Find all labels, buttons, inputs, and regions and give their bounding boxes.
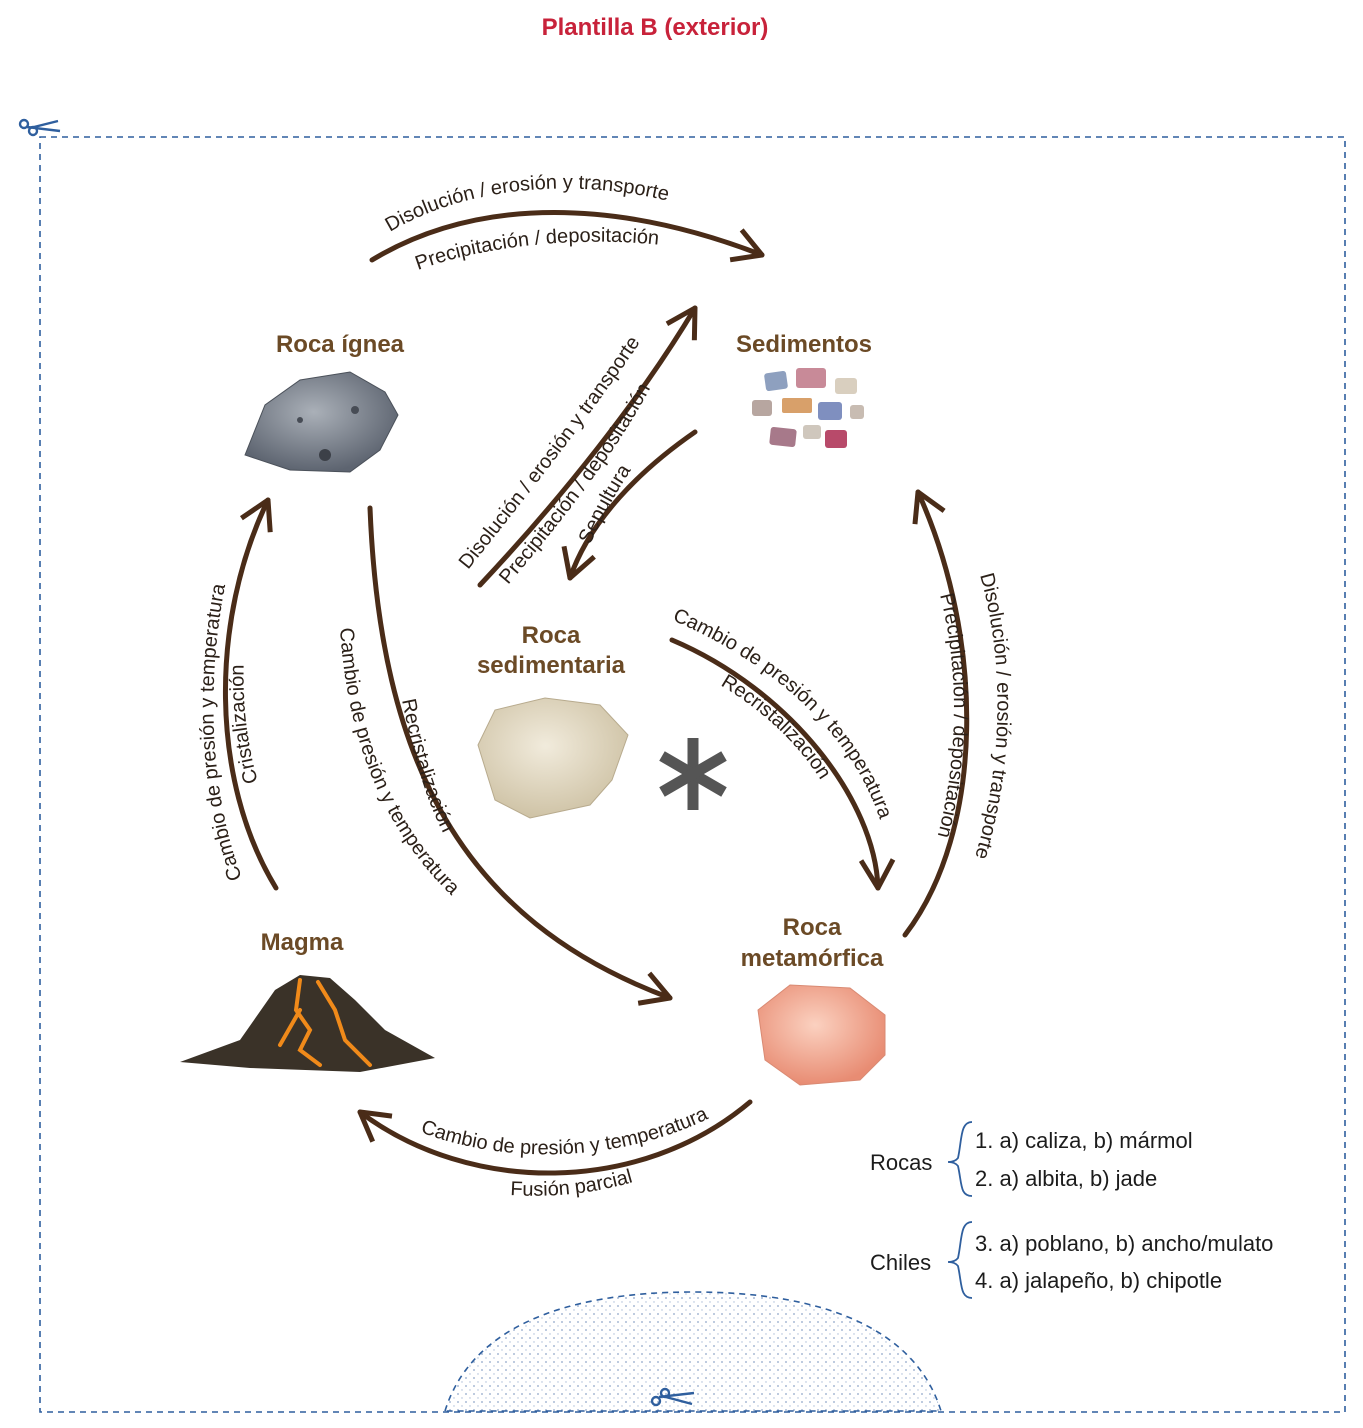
key-chiles-3: 3. a) poblano, b) ancho/mulato <box>975 1231 1273 1256</box>
arrow-sepultura <box>561 429 698 581</box>
arrow-sedimentaria-to-metamorfica <box>669 637 896 891</box>
scissors-icon <box>650 1387 695 1407</box>
node-ignea-title: Roca ígnea <box>276 331 405 358</box>
node-sedimentaria-title-1: Roca <box>522 622 581 649</box>
volcano-image <box>180 975 435 1072</box>
ignea-rock-image <box>244 371 399 473</box>
label-right-b: Precipitación / depositación <box>933 591 971 840</box>
node-metamorfica-title-2: metamórfica <box>741 945 884 972</box>
page-title: Plantilla B (exterior) <box>541 14 769 41</box>
key-chiles-label: Chiles <box>870 1250 931 1275</box>
label-center-a: Cambio de presión y temperatura <box>335 627 464 900</box>
metamorfica-rock-image <box>757 984 886 1086</box>
key-rocas-1: 1. a) caliza, b) mármol <box>975 1128 1193 1153</box>
key-rocas-label: Rocas <box>870 1150 932 1175</box>
label-top-b: Precipitación / depositación <box>412 225 660 275</box>
cut-frame <box>39 136 1346 1413</box>
arrow-sedimentaria-to-sedimentos <box>477 305 698 588</box>
key-rocas-2: 2. a) albita, b) jade <box>975 1166 1157 1191</box>
key-rocas-brace <box>947 1121 973 1197</box>
scissors-icon <box>18 118 61 137</box>
glue-tab <box>443 1291 943 1412</box>
arrow-metamorfica-to-sedimentos <box>902 489 970 938</box>
arrow-metamorfica-to-magma <box>357 1099 753 1176</box>
asterisk-icon <box>659 738 727 810</box>
node-sedimentos-title: Sedimentos <box>736 331 872 358</box>
node-sedimentaria-title-2: sedimentaria <box>477 652 626 679</box>
key-chiles-brace <box>947 1221 973 1299</box>
sedimentos-image <box>752 368 864 448</box>
label-right-a: Disolución / erosión y transporte <box>970 571 1014 862</box>
node-magma-title: Magma <box>261 929 344 956</box>
arrow-ignea-to-sedimentos <box>369 210 765 263</box>
sedimentaria-rock-image <box>477 697 629 819</box>
key-chiles-4: 4. a) jalapeño, b) chipotle <box>975 1268 1222 1293</box>
arrow-ignea-to-metamorfica <box>367 505 673 1006</box>
arrow-magma-to-ignea <box>222 497 279 891</box>
node-metamorfica-title-1: Roca <box>783 914 842 941</box>
label-sm-b: Recristalización <box>718 670 836 783</box>
